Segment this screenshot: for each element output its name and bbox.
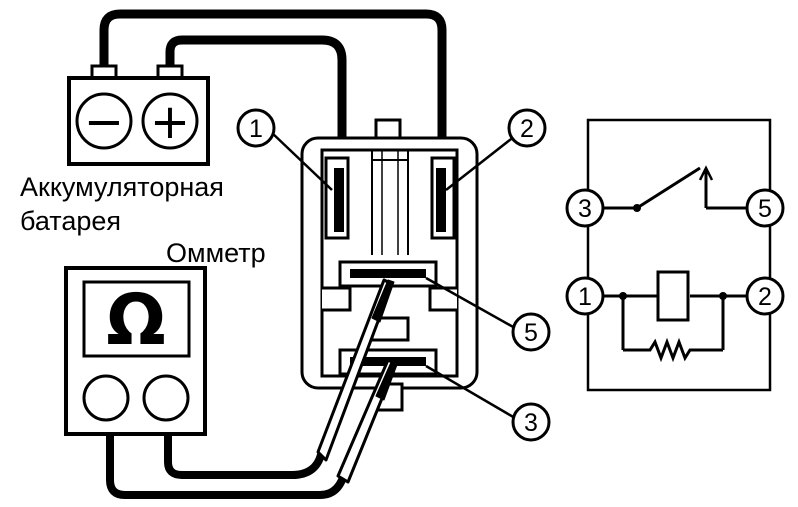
schematic-terminal-3-label: 3: [578, 195, 592, 223]
schematic-terminal-markers: 3 5 1 2: [565, 188, 785, 316]
schematic-frame: [586, 118, 772, 392]
battery-plus-circle: [141, 92, 199, 150]
relay: [300, 118, 479, 412]
relay-schematic: [586, 118, 772, 392]
relay-pin-2-probe: [436, 168, 446, 232]
ohmmeter-probes: [316, 278, 399, 484]
relay-pin-1-probe: [334, 168, 344, 232]
battery-minus-circle: [75, 92, 133, 150]
lead-left: [106, 426, 349, 499]
wire-minus-to-pin-2: [99, 9, 447, 175]
ohmmeter-label: Омметр: [166, 238, 266, 268]
ohmmeter-jack-left: [82, 374, 130, 422]
battery-label-line1: Аккумуляторная: [20, 172, 224, 202]
relay-terminal-3-label: 3: [524, 409, 538, 437]
battery: − +: [67, 64, 210, 166]
ohmmeter-jack-right: [142, 374, 190, 422]
ohm-symbol-icon: Ω: [106, 279, 166, 361]
schematic-resistor: [623, 337, 723, 363]
battery-wires: [99, 9, 447, 175]
schematic-coil: [656, 270, 690, 322]
relay-terminal-1-label: 1: [249, 115, 263, 143]
battery-plus-icon: +: [150, 94, 190, 150]
relay-callouts: [270, 131, 521, 420]
schematic-terminal-1-label: 1: [578, 283, 592, 311]
relay-terminal-5-label: 5: [524, 319, 538, 347]
battery-minus-icon: −: [84, 94, 124, 150]
relay-terminal-2-label: 2: [520, 115, 534, 143]
ohmmeter-display: [82, 280, 191, 358]
ohmmeter: Ω: [64, 266, 207, 436]
lead-right: [164, 426, 326, 479]
ohmmeter-leads: [106, 426, 349, 499]
schematic-terminal-5-label: 5: [758, 195, 772, 223]
relay-terminal-markers: 1 2 5 3: [236, 108, 551, 442]
schematic-nodes: [619, 204, 727, 300]
battery-label-line2: батарея: [20, 206, 121, 236]
schematic-terminal-2-label: 2: [758, 283, 772, 311]
wire-plus-to-pin-1: [165, 35, 347, 175]
